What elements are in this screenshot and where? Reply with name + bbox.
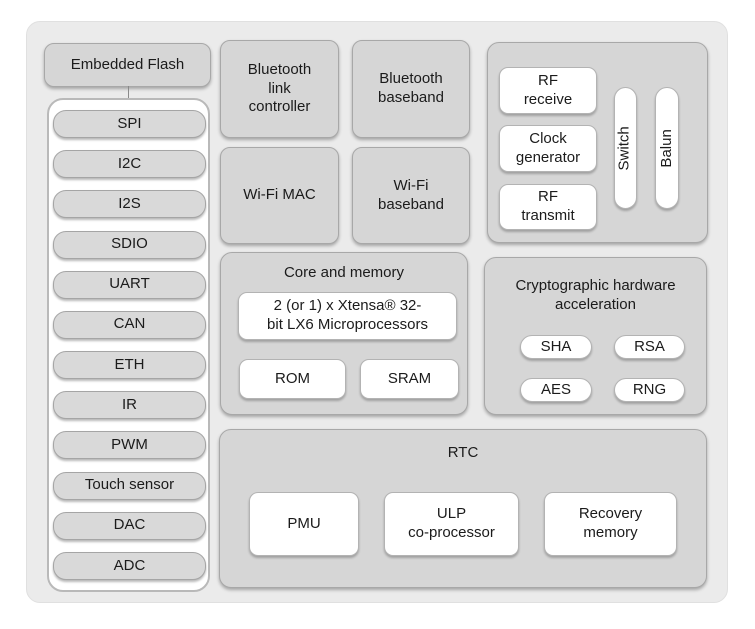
switch-label: Switch [616, 125, 634, 171]
flash-connector-line [128, 86, 129, 99]
rtc-section-title: RTC [447, 444, 479, 461]
block-rsa: RSA [614, 335, 685, 359]
chip-outline: Embedded Flash SPI I2C I2S SDIO UART CAN… [26, 21, 728, 603]
crypto-acceleration-section: Cryptographic hardware acceleration SHA … [484, 257, 707, 415]
block-balun: Balun [655, 87, 679, 209]
rtc-section: RTC PMU ULP co-processor Recovery memory [219, 429, 707, 588]
peripheral-bus-container: SPI I2C I2S SDIO UART CAN ETH IR PWM Tou… [47, 98, 210, 592]
peripheral-pill-sdio: SDIO [53, 230, 206, 259]
block-sram: SRAM [360, 359, 459, 399]
peripheral-pill-spi: SPI [53, 110, 206, 138]
block-switch: Switch [614, 87, 637, 209]
block-rf-receive: RF receive [499, 67, 597, 114]
block-aes: AES [520, 378, 592, 402]
peripheral-pill-dac: DAC [53, 511, 206, 540]
block-pmu: PMU [249, 492, 359, 556]
rf-section: RF receive Clock generator RF transmit S… [487, 42, 708, 243]
block-wifi-baseband: Wi-Fi baseband [352, 147, 470, 244]
block-embedded-flash: Embedded Flash [44, 43, 211, 87]
peripheral-pill-i2s: I2S [53, 190, 206, 219]
core-and-memory-title: Core and memory [283, 264, 405, 281]
block-clock-generator: Clock generator [499, 125, 597, 172]
peripheral-pill-can: CAN [53, 310, 206, 339]
block-bluetooth-baseband: Bluetooth baseband [352, 40, 470, 138]
peripheral-pill-ir: IR [53, 391, 206, 420]
block-xtensa-microprocessors: 2 (or 1) x Xtensa® 32- bit LX6 Microproc… [238, 292, 457, 340]
peripheral-pill-touch-sensor: Touch sensor [53, 471, 206, 500]
core-and-memory-section: Core and memory 2 (or 1) x Xtensa® 32- b… [220, 252, 468, 415]
block-wifi-mac: Wi-Fi MAC [220, 147, 339, 244]
peripheral-pill-eth: ETH [53, 351, 206, 380]
peripheral-pill-uart: UART [53, 270, 206, 299]
block-rf-transmit: RF transmit [499, 184, 597, 230]
block-bluetooth-link-controller: Bluetooth link controller [220, 40, 339, 138]
crypto-section-title: Cryptographic hardware acceleration [515, 277, 676, 313]
peripheral-pill-adc: ADC [53, 551, 206, 580]
block-recovery-memory: Recovery memory [544, 492, 677, 556]
peripheral-pill-pwm: PWM [53, 431, 206, 460]
block-rng: RNG [614, 378, 685, 402]
peripheral-pill-i2c: I2C [53, 150, 206, 179]
block-ulp-coprocessor: ULP co-processor [384, 492, 519, 556]
block-rom: ROM [239, 359, 346, 399]
block-sha: SHA [520, 335, 592, 359]
balun-label: Balun [657, 128, 675, 168]
